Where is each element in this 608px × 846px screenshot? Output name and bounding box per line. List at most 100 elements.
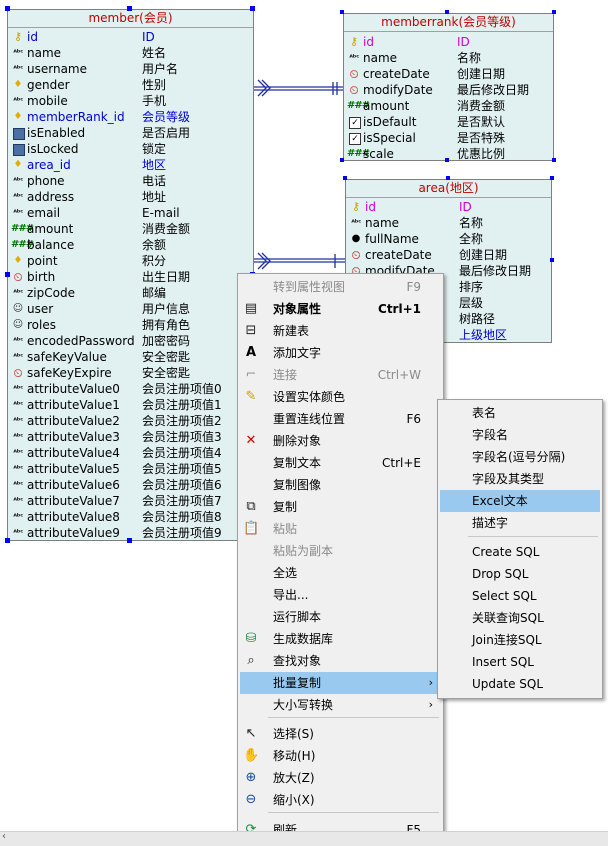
menu-item[interactable]: 大小写转换› — [240, 694, 441, 716]
selection-handle[interactable] — [446, 176, 450, 180]
submenu-item[interactable]: Drop SQL — [440, 563, 600, 585]
submenu-item[interactable]: Insert SQL — [440, 651, 600, 673]
selection-handle[interactable] — [340, 158, 344, 162]
submenu-item[interactable]: Select SQL — [440, 585, 600, 607]
submenu-item[interactable]: Create SQL — [440, 541, 600, 563]
menu-item[interactable]: 全选 — [240, 562, 441, 584]
menu-item[interactable]: 复制图像 — [240, 474, 441, 496]
table-row[interactable]: 排序 — [346, 279, 551, 295]
submenu-item[interactable]: 字段及其类型 — [440, 468, 600, 490]
table-row[interactable]: 树路径 — [346, 311, 551, 327]
submenu-item[interactable]: 字段名(逗号分隔) — [440, 446, 600, 468]
selection-handle[interactable] — [343, 176, 347, 180]
menu-item[interactable]: ⊖缩小(X) — [240, 789, 441, 811]
submenu-item[interactable]: Join连接SQL — [440, 629, 600, 651]
menu-item[interactable]: ⊟新建表 — [240, 320, 441, 342]
selection-handle[interactable] — [552, 10, 556, 14]
menu-item[interactable]: ⌕查找对象 — [240, 650, 441, 672]
menu-item[interactable]: ⊕放大(Z) — [240, 767, 441, 789]
selection-handle[interactable] — [5, 538, 10, 543]
selection-handle[interactable] — [445, 158, 449, 162]
menu-item[interactable]: ↖选择(S) — [240, 723, 441, 745]
submenu-item[interactable]: 关联查询SQL — [440, 607, 600, 629]
menu-item[interactable]: 运行脚本 — [240, 606, 441, 628]
table-row[interactable]: 层级 — [346, 295, 551, 311]
menu-item[interactable]: ⧉复制 — [240, 496, 441, 518]
menu-item[interactable]: ✕删除对象 — [240, 430, 441, 452]
menu-item[interactable]: ✎设置实体颜色 — [240, 386, 441, 408]
menu-item[interactable]: 导出... — [240, 584, 441, 606]
selection-handle[interactable] — [340, 10, 344, 14]
submenu-item[interactable]: Excel文本 — [440, 490, 600, 512]
selection-handle[interactable] — [5, 6, 10, 11]
table-row[interactable]: 上级地区 — [346, 327, 551, 343]
submenu-item[interactable]: 表名 — [440, 402, 600, 424]
submenu-item[interactable]: 字段名 — [440, 424, 600, 446]
selection-handle[interactable] — [5, 272, 10, 277]
menu-item[interactable]: ⛁生成数据库 — [240, 628, 441, 650]
selection-handle[interactable] — [127, 6, 132, 11]
menu-item[interactable]: 批量复制› — [240, 672, 441, 694]
selection-handle[interactable] — [445, 10, 449, 14]
selection-handle[interactable] — [550, 258, 554, 262]
submenu-item[interactable]: Update SQL — [440, 673, 600, 695]
selection-handle[interactable] — [550, 176, 554, 180]
horizontal-scrollbar[interactable]: ‹ — [0, 831, 608, 846]
scroll-left-arrow-icon[interactable]: ‹ — [2, 831, 6, 842]
submenu-item[interactable]: 描述字 — [440, 512, 600, 534]
selection-handle[interactable] — [127, 538, 132, 543]
menu-item[interactable]: ✋移动(H) — [240, 745, 441, 767]
selection-handle[interactable] — [250, 6, 255, 11]
